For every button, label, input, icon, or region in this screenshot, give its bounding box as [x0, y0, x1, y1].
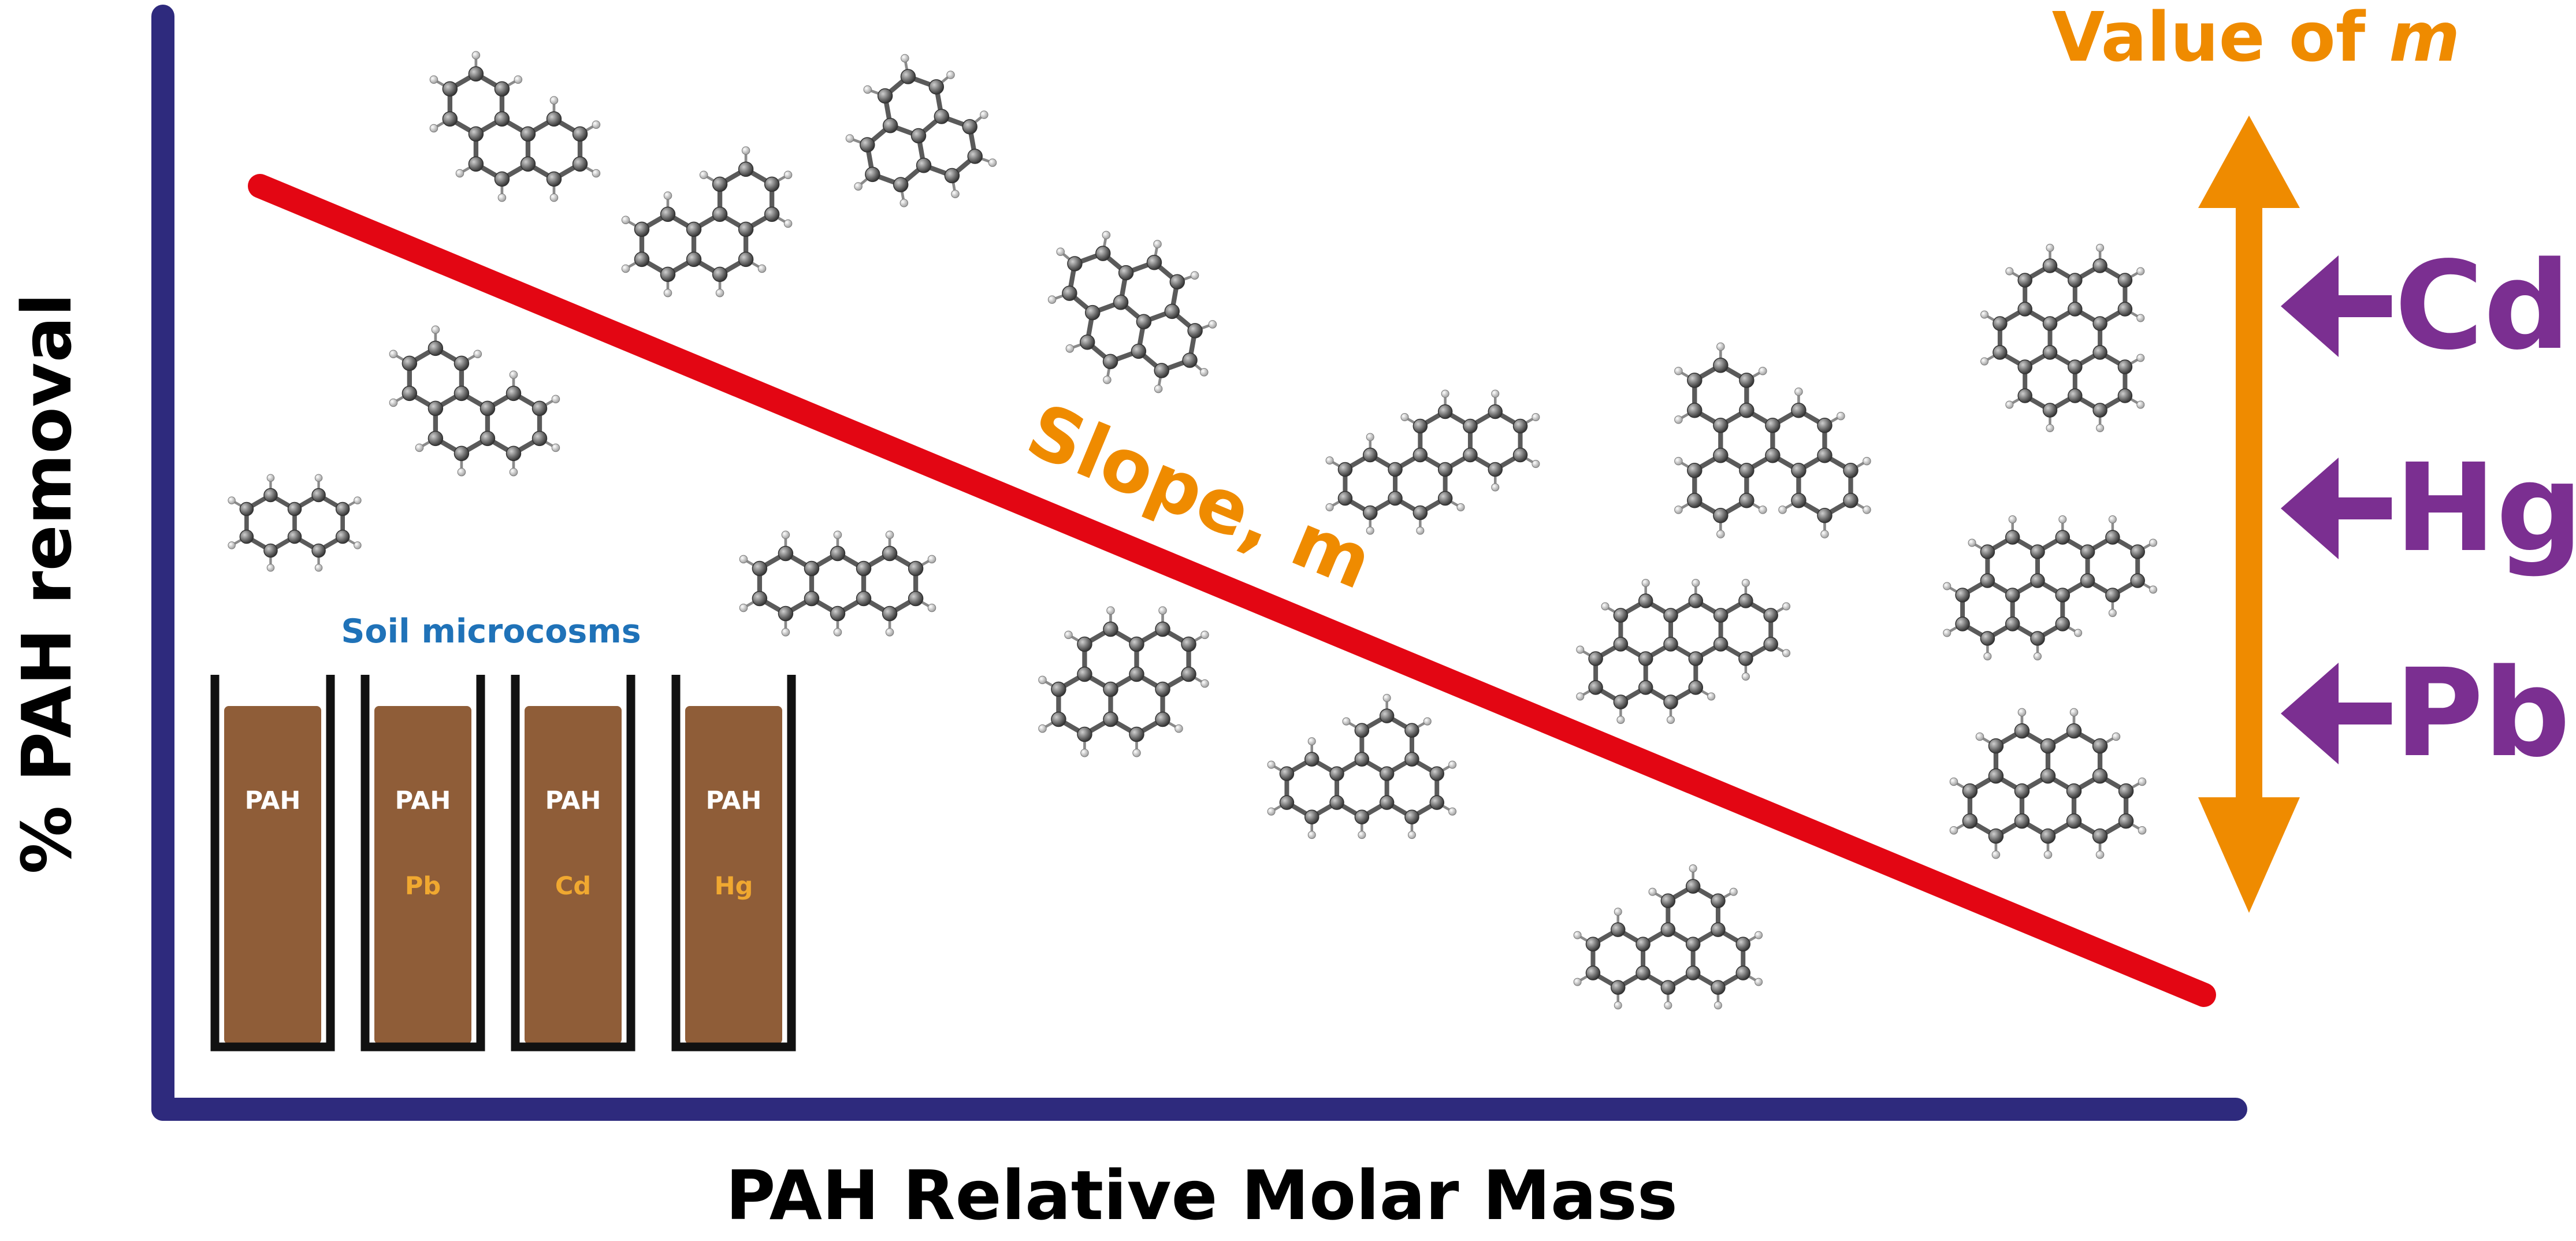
- molecule-dibenz-a-h-anthracene: [1943, 515, 2158, 660]
- soil: [685, 706, 782, 1044]
- molecule-fluoranthene: [1047, 231, 1217, 393]
- molecule-benz-a-anthracene: [1267, 694, 1457, 839]
- jar-pah-label: PAH: [395, 786, 451, 815]
- molecule-benzo-ghi-perylene: [1980, 244, 2145, 432]
- axes: % PAH removal PAH Relative Molar Mass: [7, 5, 2247, 1235]
- molecule-benzo-a-pyrene: [1573, 864, 1763, 1010]
- jar-metal-label: Cd: [555, 872, 591, 901]
- molecule-naphthalene: [228, 474, 362, 572]
- left-arrow-icon: [2281, 458, 2339, 559]
- microcosm-jar: PAH Hg: [671, 675, 796, 1051]
- molecule-fluorene: [621, 146, 793, 298]
- y-axis-label: % PAH removal: [7, 293, 87, 874]
- metal-marker-cd: Cd: [2281, 235, 2570, 377]
- x-axis-label: PAH Relative Molar Mass: [726, 1155, 1678, 1235]
- value-scale-title: Value of m: [2052, 0, 2460, 77]
- double-arrow-icon: [2198, 116, 2300, 913]
- molecule-pyrene: [1038, 606, 1209, 757]
- metal-label: Hg: [2395, 437, 2576, 579]
- soil: [525, 706, 622, 1044]
- jar-wall: [511, 675, 635, 1051]
- jar-metal-label: Hg: [715, 872, 753, 901]
- molecule-phenanthrene: [845, 54, 997, 207]
- molecule-acenaphthene: [429, 51, 601, 202]
- jar-wall: [210, 675, 335, 1051]
- metal-marker-hg: Hg: [2281, 437, 2576, 579]
- metal-marker-pb: Pb: [2281, 642, 2570, 784]
- jar-wall: [671, 675, 796, 1051]
- trend-line: [248, 174, 2216, 1007]
- microcosms-title: Soil microcosms: [341, 612, 641, 651]
- soil: [374, 706, 471, 1044]
- metal-label: Cd: [2395, 235, 2570, 377]
- molecule-indeno-1-2-3-cd-pyrene: [1949, 708, 2147, 859]
- soil: [224, 706, 321, 1044]
- molecule-illustrations: [228, 51, 2158, 1010]
- microcosm-jar: PAH Pb: [360, 675, 485, 1051]
- jar-wall: [360, 675, 485, 1051]
- jar-metal-label: Pb: [405, 872, 441, 901]
- molecule-benzo-k-fluoranthene: [1576, 579, 1791, 724]
- jar-pah-label: PAH: [706, 786, 762, 815]
- jar-pah-label: PAH: [545, 786, 601, 815]
- soil-microcosms: Soil microcosms PAH PAH Pb PAH Cd PAH Hg: [210, 612, 796, 1051]
- microcosm-jar: PAH Cd: [511, 675, 635, 1051]
- microcosm-jar: PAH: [210, 675, 335, 1051]
- left-arrow-icon: [2281, 663, 2339, 764]
- jar-pah-label: PAH: [245, 786, 301, 815]
- molecule-anthracene: [739, 530, 936, 637]
- metal-label: Pb: [2395, 642, 2570, 784]
- molecule-benzo-b-fluoranthene: [1674, 342, 1871, 538]
- molecule-chrysene: [1325, 389, 1540, 535]
- microcosm-jars: PAH PAH Pb PAH Cd PAH Hg: [210, 675, 796, 1051]
- left-arrow-icon: [2281, 255, 2339, 357]
- molecule-acenaphthylene: [389, 325, 560, 477]
